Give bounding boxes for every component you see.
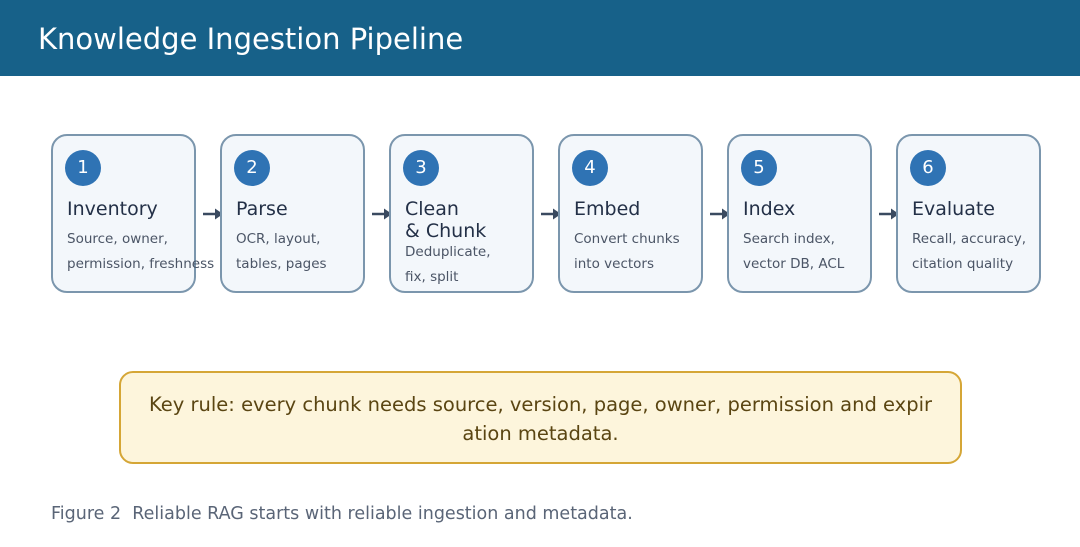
figure-label: Figure 2 [51,504,122,524]
step-title: Parse [236,198,288,220]
step-title: Index [743,198,796,220]
arrow-right-icon [541,208,561,220]
step-card-clean-chunk: 3 Clean & Chunk Deduplicate, fix, split [389,134,534,293]
step-number-badge: 2 [234,150,270,186]
arrow-right-icon [203,208,223,220]
step-description: Deduplicate, fix, split [405,244,491,285]
step-card-index: 5 Index Search index, vector DB, ACL [727,134,872,293]
arrow-right-icon [879,208,899,220]
step-number-badge: 5 [741,150,777,186]
step-number-badge: 3 [403,150,439,186]
step-title: Clean & Chunk [405,198,487,242]
step-card-inventory: 1 Inventory Source, owner, permission, f… [51,134,214,293]
step-number-badge: 4 [572,150,608,186]
step-title: Inventory [67,198,158,220]
key-rule-callout: Key rule: every chunk needs source, vers… [119,371,962,464]
step-card-parse: 2 Parse OCR, layout, tables, pages [220,134,365,293]
arrow-right-icon [372,208,392,220]
step-description: Recall, accuracy, citation quality [912,231,1027,272]
step-card-evaluate: 6 Evaluate Recall, accuracy, citation qu… [896,134,1041,293]
step-card-embed: 4 Embed Convert chunks into vectors [558,134,703,293]
step-description: Convert chunks into vectors [574,231,680,272]
step-description: OCR, layout, tables, pages [236,231,327,272]
step-description: Search index, vector DB, ACL [743,231,845,272]
step-title: Evaluate [912,198,995,220]
step-number-badge: 1 [65,150,101,186]
page-title: Knowledge Ingestion Pipeline [38,22,464,56]
key-rule-text: Key rule: every chunk needs source, vers… [148,393,933,445]
caption-text: Reliable RAG starts with reliable ingest… [132,504,633,524]
step-description: Source, owner, permission, freshness [67,231,215,272]
figure-caption: Figure 2 Reliable RAG starts with reliab… [51,504,633,524]
header-bar: Knowledge Ingestion Pipeline [0,0,1080,76]
step-title: Embed [574,198,641,220]
arrow-right-icon [710,208,730,220]
step-number-badge: 6 [910,150,946,186]
